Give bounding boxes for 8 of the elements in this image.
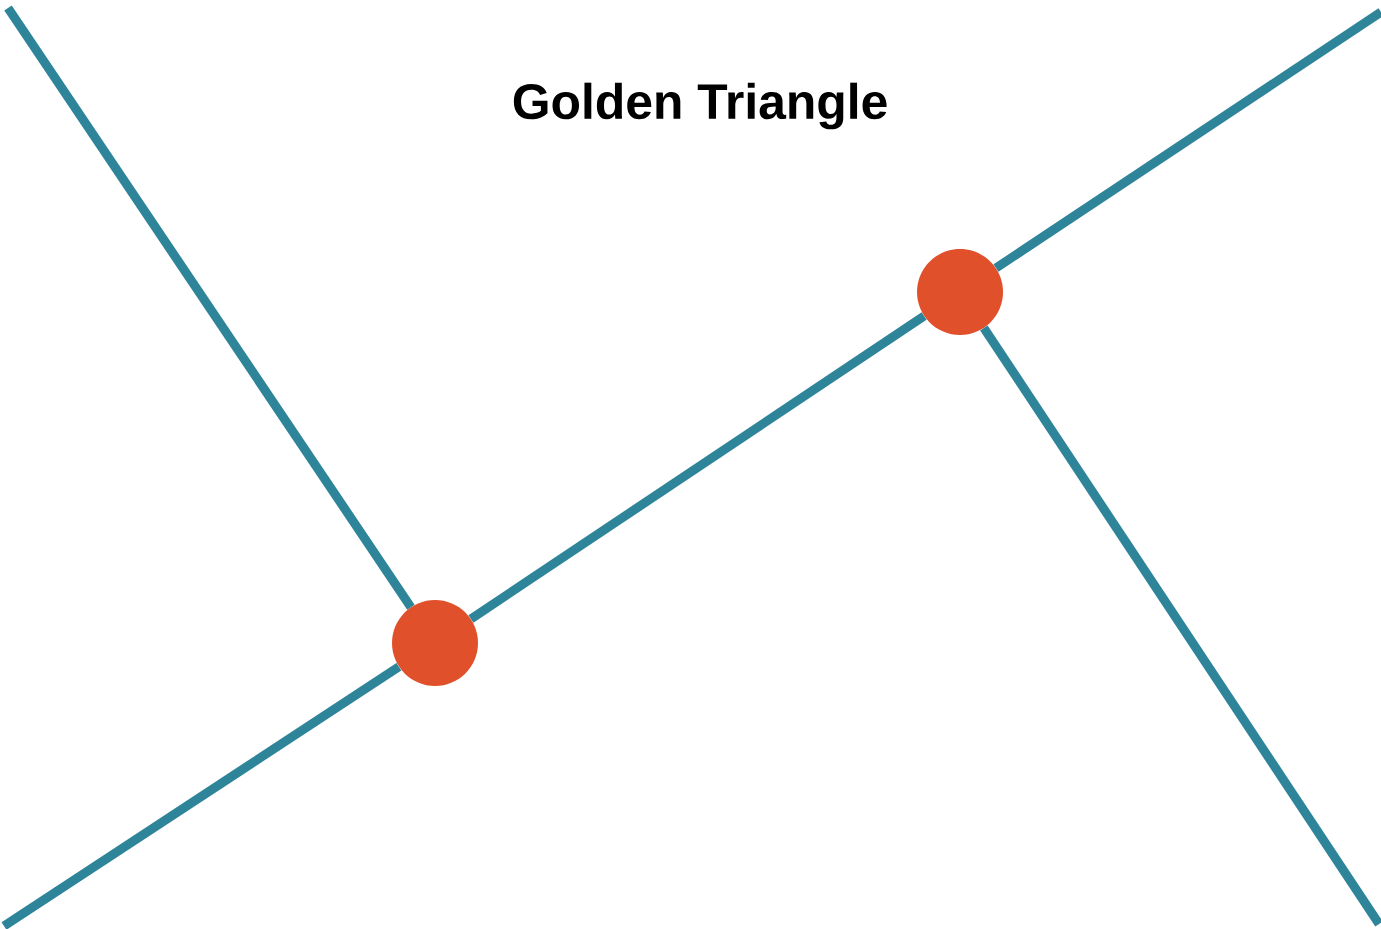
line	[1, 662, 402, 929]
dot	[392, 600, 478, 686]
line	[4, 5, 415, 610]
line	[993, 8, 1381, 272]
line	[980, 325, 1381, 927]
dot	[917, 249, 1003, 335]
title: Golden Triangle	[513, 82, 887, 130]
line	[468, 312, 927, 623]
